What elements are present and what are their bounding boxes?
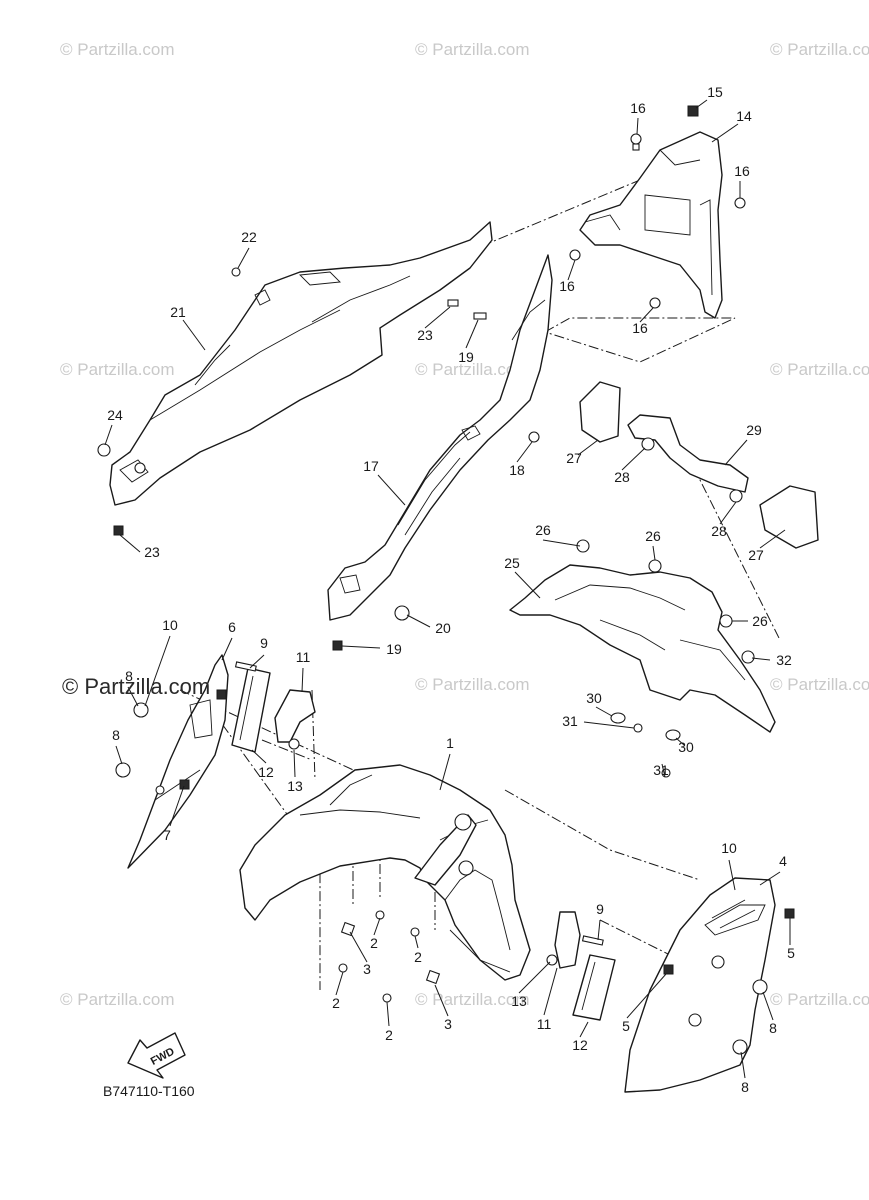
- callout-number: 31: [562, 713, 578, 729]
- callout-number: 27: [566, 450, 582, 466]
- watermark-text: © Partzilla.com: [415, 360, 530, 379]
- callout-number: 2: [370, 935, 378, 951]
- callout-number: 5: [787, 945, 795, 961]
- inner-fender-25: [509, 564, 776, 733]
- watermark-layer: © Partzilla.com © Partzilla.com © Partzill…: [60, 40, 869, 1009]
- watermark-text: © Partzilla.com: [415, 40, 530, 59]
- reflector-27-lower: [759, 485, 819, 549]
- callout-number: 21: [170, 304, 186, 320]
- watermark-text: © Partzilla.com: [60, 40, 175, 59]
- rear-bracket-14: [579, 131, 723, 319]
- callout-number: 13: [511, 993, 527, 1009]
- callout-number: 26: [752, 613, 768, 629]
- callout-number: 2: [414, 949, 422, 965]
- callout-number: 8: [112, 727, 120, 743]
- callout-number: 16: [632, 320, 648, 336]
- callout-number: 25: [504, 555, 520, 571]
- watermark-text: © Partzilla.com: [770, 360, 869, 379]
- callout-layer: 1222233455678888991010111112121313141516…: [107, 84, 795, 1095]
- fwd-arrow-icon: FWD: [127, 1032, 186, 1079]
- callout-number: 12: [258, 764, 274, 780]
- front-fender-1: [239, 764, 531, 981]
- callout-number: 23: [144, 544, 160, 560]
- bracket-11-left: [274, 689, 316, 743]
- callout-number: 30: [586, 690, 602, 706]
- side-panel-left-6: [127, 654, 229, 869]
- callout-number: 16: [559, 278, 575, 294]
- callout-number: 26: [645, 528, 661, 544]
- callout-number: 22: [241, 229, 257, 245]
- callout-number: 16: [734, 163, 750, 179]
- watermark-main: © Partzilla.com: [62, 674, 210, 699]
- watermark-text: © Partzilla.com: [415, 675, 530, 694]
- callout-number: 13: [287, 778, 303, 794]
- callout-number: 3: [363, 961, 371, 977]
- bracket-29: [627, 414, 749, 493]
- callout-number: 15: [707, 84, 723, 100]
- hardware-fasteners: [97, 105, 795, 1055]
- watermark-text: © Partzilla.com: [415, 990, 530, 1009]
- callout-number: 19: [458, 349, 474, 365]
- watermark-text: © Partzilla.com: [60, 360, 175, 379]
- callout-number: 16: [630, 100, 646, 116]
- callout-number: 5: [622, 1018, 630, 1034]
- leader-lines: [104, 99, 791, 1079]
- callout-number: 6: [228, 619, 236, 635]
- side-cover-left-21: [109, 221, 493, 506]
- reflector-12-right: [572, 954, 616, 1021]
- callout-number: 1: [446, 735, 454, 751]
- callout-number: 12: [572, 1037, 588, 1053]
- callout-number: 9: [260, 635, 268, 651]
- callout-number: 17: [363, 458, 379, 474]
- callout-number: 3: [444, 1016, 452, 1032]
- callout-number: 14: [736, 108, 752, 124]
- diagram-code: B747110-T160: [103, 1083, 195, 1099]
- callout-number: 2: [332, 995, 340, 1011]
- side-panel-right-4: [624, 877, 776, 1093]
- callout-number: 8: [769, 1020, 777, 1036]
- callout-number: 32: [776, 652, 792, 668]
- callout-number: 26: [535, 522, 551, 538]
- callout-number: 10: [721, 840, 737, 856]
- callout-number: 8: [741, 1079, 749, 1095]
- watermark-text: © Partzilla.com: [770, 990, 869, 1009]
- callout-number: 10: [162, 617, 178, 633]
- callout-number: 30: [678, 739, 694, 755]
- callout-number: 7: [163, 827, 171, 843]
- callout-number: 19: [386, 641, 402, 657]
- callout-number: 27: [748, 547, 764, 563]
- reflector-12-left: [231, 667, 271, 753]
- callout-number: 20: [435, 620, 451, 636]
- callout-number: 31: [653, 762, 669, 778]
- callout-number: 28: [614, 469, 630, 485]
- callout-number: 8: [125, 668, 133, 684]
- watermark-text: © Partzilla.com: [60, 990, 175, 1009]
- callout-number: 23: [417, 327, 433, 343]
- callout-number: 11: [296, 649, 311, 665]
- callout-number: 24: [107, 407, 123, 423]
- callout-number: 11: [537, 1016, 552, 1032]
- watermark-text: © Partzilla.com: [770, 40, 869, 59]
- callout-number: 2: [385, 1027, 393, 1043]
- callout-number: 28: [711, 523, 727, 539]
- reflector-27-upper: [579, 381, 621, 443]
- callout-number: 4: [779, 853, 787, 869]
- callout-number: 9: [596, 901, 604, 917]
- side-panel-center-17: [327, 254, 553, 621]
- bracket-11-right: [554, 911, 581, 969]
- callout-number: 18: [509, 462, 525, 478]
- callout-number: 29: [746, 422, 762, 438]
- watermark-text: © Partzilla.com: [770, 675, 869, 694]
